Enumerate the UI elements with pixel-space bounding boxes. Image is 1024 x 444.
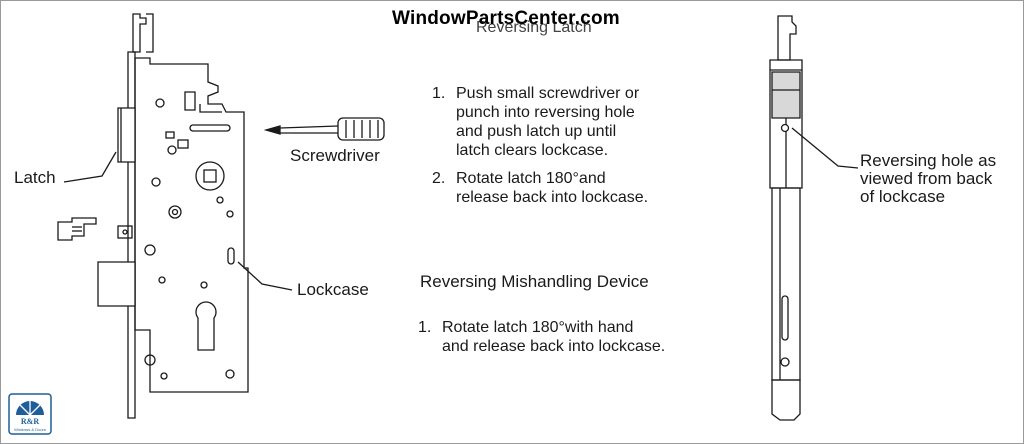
step-item: 2. Rotate latch 180°and release back int…: [432, 169, 648, 207]
step-number: 2.: [432, 170, 446, 187]
latch-leader: [63, 151, 117, 183]
latch-bolt: [117, 107, 136, 163]
company-logo: R&R Windows & Doors: [8, 393, 52, 435]
step-text: Push small screwdriver or punch into rev…: [456, 85, 640, 159]
cylinder-cutout: [195, 301, 217, 351]
reversing-hole-label: Reversing hole as viewed from back of lo…: [860, 151, 997, 206]
lockcase-side-view: [769, 15, 803, 421]
watermark-text: WindowPartsCenter.com: [392, 8, 620, 29]
step-text: Rotate latch 180°with hand and release b…: [442, 319, 666, 355]
lockcase-body: [134, 57, 249, 393]
mishandling-steps: 1. Rotate latch 180°with hand and releas…: [418, 318, 665, 365]
step-item: 1. Push small screwdriver or punch into …: [432, 84, 648, 160]
lockcase-front-view: [97, 13, 249, 419]
step-number: 1.: [418, 319, 432, 336]
pointing-hand-icon: [57, 217, 97, 241]
lockcase-leader: [237, 261, 293, 291]
hole-leader: [791, 127, 859, 169]
title-reversing-latch: Reversing Latch: [476, 19, 592, 36]
deadbolt: [97, 261, 136, 307]
screwdriver-label: Screwdriver: [290, 146, 380, 165]
reversing-hole: [780, 123, 790, 133]
screwdriver-illustration: [263, 117, 385, 141]
title-mishandling-device: Reversing Mishandling Device: [420, 272, 649, 291]
step-number: 1.: [432, 85, 446, 102]
logo-subtext: Windows & Doors: [14, 427, 46, 432]
reversing-latch-steps: 1. Push small screwdriver or punch into …: [432, 84, 648, 216]
step-item: 1. Rotate latch 180°with hand and releas…: [418, 318, 665, 356]
latch-label: Latch: [14, 168, 56, 187]
logo-text: R&R: [21, 417, 39, 426]
step-text: Rotate latch 180°and release back into l…: [456, 170, 649, 206]
lockcase-label: Lockcase: [297, 280, 369, 299]
